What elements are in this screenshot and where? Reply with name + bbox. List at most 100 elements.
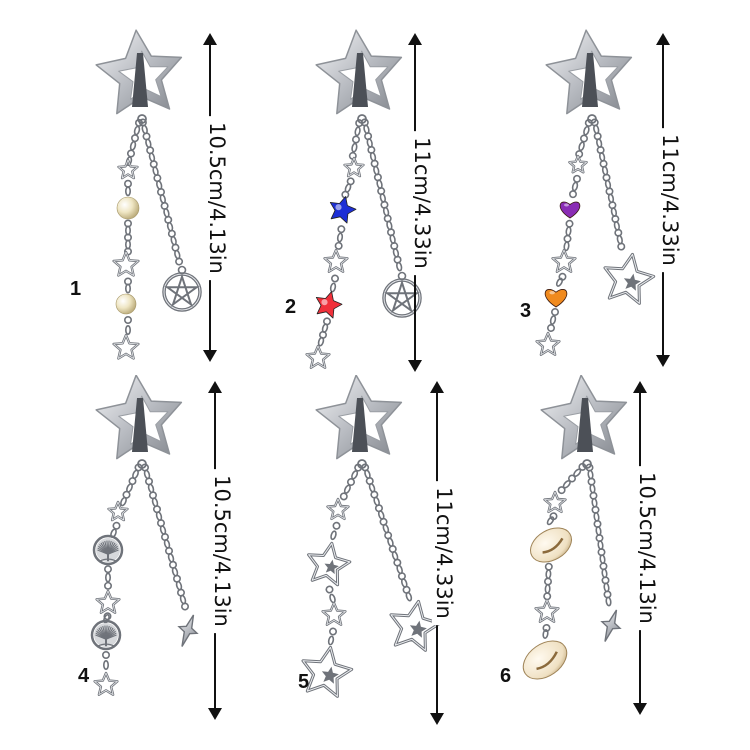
size-label: 11cm/4.33in [410, 130, 434, 275]
chain-link [572, 174, 581, 183]
hair-clip-illustration [90, 375, 199, 696]
chain-link [551, 308, 560, 317]
chain-link [571, 181, 579, 192]
chain-link [329, 593, 336, 604]
purple-heart-bead [559, 201, 581, 219]
chain-link [123, 179, 132, 188]
chain-link [102, 651, 111, 660]
hair-clip-illustration [301, 375, 442, 698]
variant-number: 3 [520, 300, 532, 322]
chain-link [583, 125, 590, 136]
variant-number: 4 [78, 665, 90, 687]
variant-number: 5 [298, 671, 310, 693]
blue-star-bead [329, 196, 357, 224]
chain-link [103, 612, 112, 621]
chain-link [563, 241, 570, 252]
chain-link [545, 569, 552, 580]
chain-link [597, 540, 604, 551]
chain-link [175, 257, 184, 266]
chain-link [180, 602, 189, 611]
chain-link [337, 225, 346, 234]
cross-star-charm [600, 609, 622, 642]
chain-link [351, 142, 358, 153]
clip-prong [132, 53, 148, 107]
chain-link [578, 141, 585, 152]
chain-link [579, 134, 588, 143]
chain-link [348, 151, 357, 160]
chain-link [558, 272, 567, 281]
chain-link [565, 219, 574, 228]
clip-prong [352, 53, 368, 107]
product-variant-6: 6 10.5cm/4.13in [500, 375, 750, 750]
product-variant-4: 4 10.5cm/4.13in [0, 375, 250, 750]
chain-link [568, 190, 577, 199]
chain-link [336, 232, 344, 243]
chain-link [125, 325, 132, 336]
chain-link [396, 261, 403, 272]
chain-link [557, 486, 566, 495]
chain-link [542, 623, 551, 632]
chain-link [601, 568, 608, 579]
chain-link [591, 497, 598, 508]
chain-link [587, 469, 594, 480]
chain-link [103, 660, 110, 671]
chain-link [125, 283, 132, 294]
chain-link [325, 585, 334, 594]
hair-clip-illustration [305, 29, 422, 369]
cowrie-shell [522, 640, 568, 680]
chain-link [104, 572, 111, 583]
chain-link [331, 274, 340, 283]
hair-clip-illustration [522, 375, 628, 680]
pearl-bead [116, 196, 140, 220]
chain-link [351, 135, 360, 144]
chain-link [328, 627, 337, 636]
cross-star-charm [177, 614, 199, 647]
chain-link [542, 629, 549, 639]
clip-prong [577, 398, 593, 452]
chain-link [103, 581, 112, 590]
variant-number: 2 [285, 296, 297, 318]
chain-link [595, 526, 602, 536]
variant-number: 6 [500, 665, 512, 687]
chain-link [317, 336, 325, 347]
chain-link [124, 225, 131, 236]
chain-link [133, 125, 141, 136]
cowrie-shell [530, 527, 572, 563]
chain-link [332, 521, 341, 530]
chain-link [124, 239, 131, 250]
hair-clip-illustration [535, 29, 656, 356]
chain-link [549, 315, 557, 325]
chain-link [544, 562, 553, 571]
chain-link [547, 324, 556, 333]
length-measurement: 11cm/4.33in [400, 33, 434, 372]
chain-link [103, 565, 112, 574]
red-star-bead [315, 291, 343, 319]
chain-link [549, 512, 558, 521]
chain-link [567, 474, 576, 483]
clip-prong [582, 53, 598, 107]
size-label: 10.5cm/4.13in [635, 466, 659, 630]
chain-link [339, 492, 348, 501]
product-variant-2: 2 11cm/4.33in [250, 0, 500, 375]
chain-link [126, 149, 135, 158]
chain-link [334, 241, 343, 250]
chain-link [330, 530, 337, 541]
chain-link [563, 234, 572, 243]
pearl-bead [115, 293, 137, 315]
chain-link [605, 596, 612, 607]
length-measurement: 10.5cm/4.13in [195, 33, 229, 362]
chain-link [546, 516, 555, 526]
hair-clip-illustration [95, 29, 202, 360]
chain-link [555, 277, 564, 287]
chain-link [129, 140, 137, 151]
chain-link [544, 583, 551, 594]
chain-link [543, 577, 552, 586]
chain-link [130, 134, 139, 143]
chain-link [124, 186, 131, 197]
tree-of-life-charm [92, 534, 124, 566]
clip-prong [352, 398, 368, 452]
size-label: 10.5cm/4.13in [210, 468, 234, 633]
